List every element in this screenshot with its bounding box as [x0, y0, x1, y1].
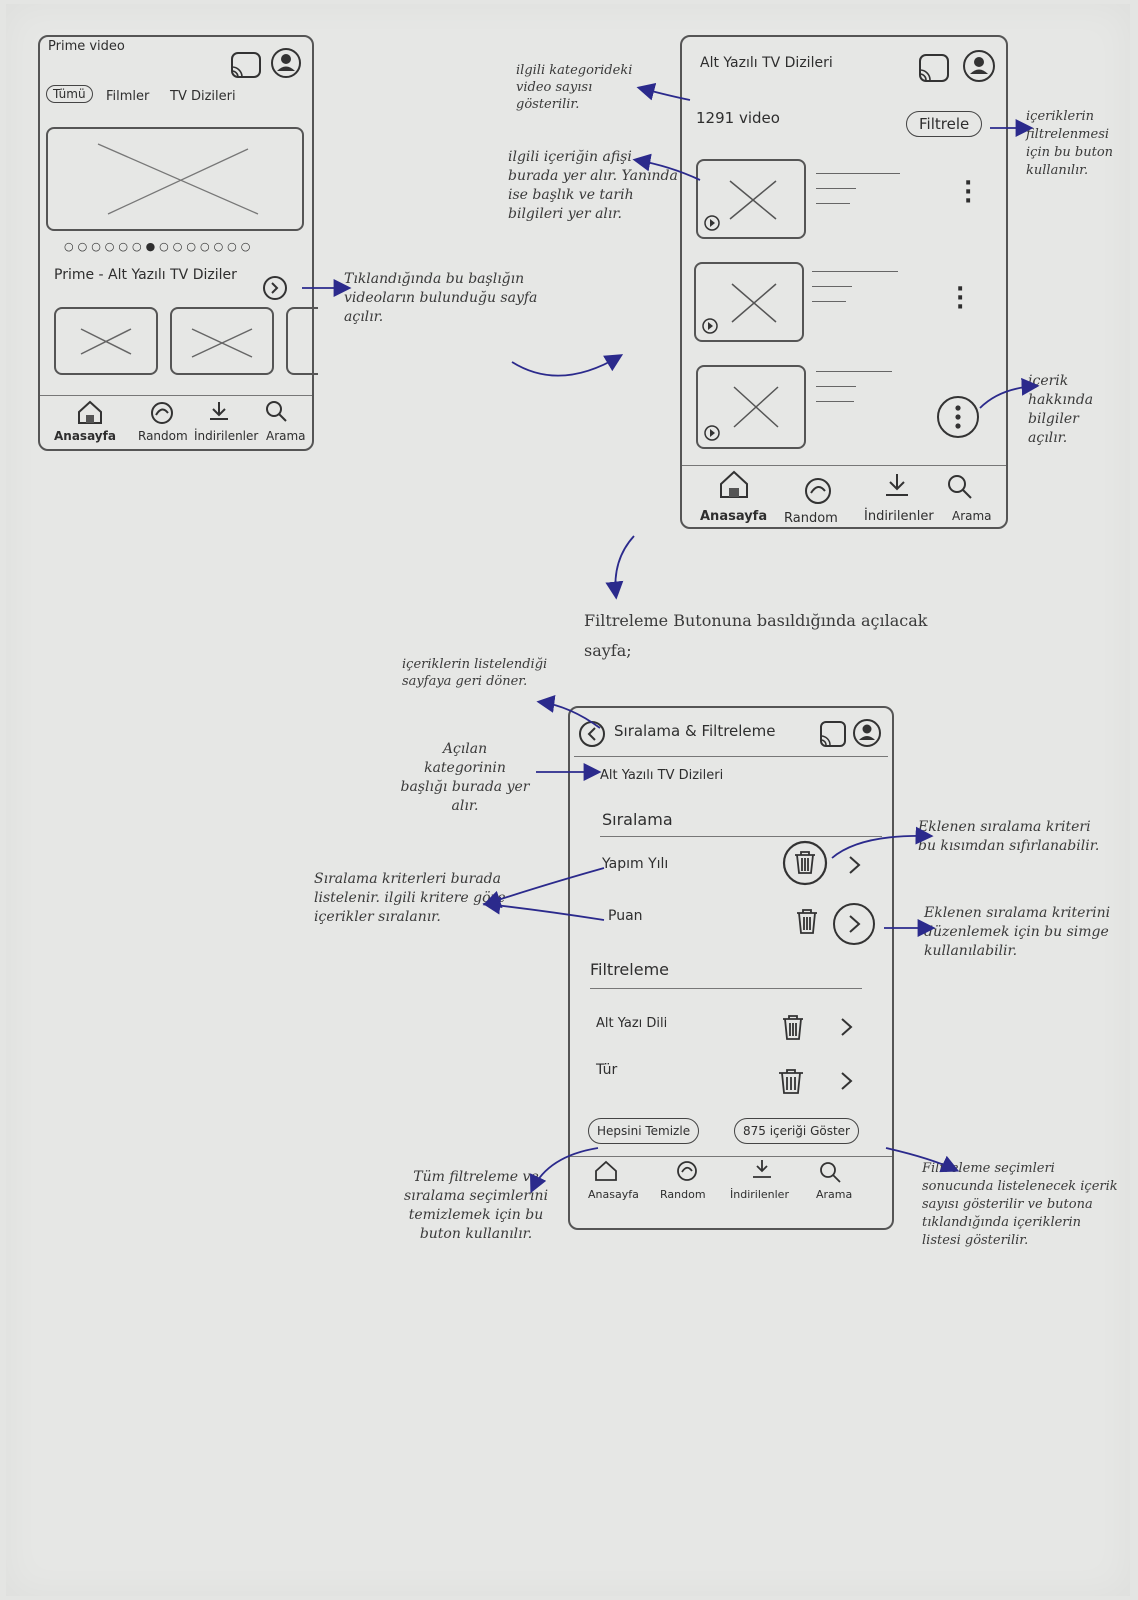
carousel-dots[interactable]: ○○○○○○●○○○○○○○	[64, 240, 255, 253]
cast-icon[interactable]	[818, 720, 848, 752]
tab-all[interactable]: Tümü	[46, 85, 93, 103]
filter-section-header: Filtreleme	[590, 960, 669, 979]
annotation-result-count: Filtreleme seçimleri sonucunda listelene…	[922, 1161, 1118, 1248]
chevron-right-icon[interactable]	[846, 854, 864, 880]
random-icon[interactable]	[674, 1160, 700, 1186]
tab-movies[interactable]: Filmler	[106, 89, 150, 104]
nav-search-label[interactable]: Arama	[952, 509, 992, 523]
content-info-lines	[816, 371, 892, 416]
hero-banner-placeholder[interactable]	[46, 127, 304, 231]
content-poster[interactable]	[694, 262, 804, 342]
annotation-filter-button: içeriklerin filtrelenmesi için bu buton …	[1026, 109, 1114, 178]
annotation-criteria-reset: Eklenen sıralama kriteri bu kısımdan sıf…	[918, 819, 1100, 854]
home-screen-wireframe: Prime video Tümü Filmler TV Dizileri ○○○…	[38, 35, 318, 451]
brand-label: Prime video	[48, 39, 125, 54]
annotation-back: içeriklerin listelendiği sayfaya geri dö…	[402, 657, 548, 689]
section-open-icon[interactable]	[262, 275, 288, 305]
content-info-lines	[816, 173, 900, 218]
cast-icon[interactable]	[228, 51, 264, 83]
sort-item-label[interactable]: Yapım Yılı	[602, 856, 669, 872]
nav-home-label[interactable]: Anasayfa	[700, 509, 768, 524]
category-title: Alt Yazılı TV Dizileri	[700, 55, 833, 71]
annotation-clear-all: Tüm filtreleme ve sıralama seçimlerini t…	[403, 1169, 549, 1242]
profile-icon[interactable]	[962, 49, 996, 87]
search-icon[interactable]	[264, 399, 290, 429]
random-icon[interactable]	[148, 401, 176, 429]
profile-icon[interactable]	[270, 47, 302, 83]
cast-icon[interactable]	[916, 53, 952, 87]
more-options-icon[interactable]: ···	[956, 277, 965, 320]
content-poster[interactable]	[696, 159, 806, 239]
sort-divider	[600, 836, 882, 837]
content-thumb[interactable]	[54, 307, 158, 375]
annotation-criteria-list: Sıralama kriterleri burada listelenir. i…	[314, 871, 506, 925]
nav-home-label[interactable]: Anasayfa	[54, 429, 116, 443]
tab-tv-series[interactable]: TV Dizileri	[170, 89, 236, 104]
sort-section-header: Sıralama	[602, 810, 673, 829]
content-thumb[interactable]	[170, 307, 274, 375]
download-icon[interactable]	[882, 471, 912, 503]
content-poster[interactable]	[696, 365, 806, 449]
chevron-right-icon[interactable]	[838, 1070, 856, 1096]
content-info-lines	[812, 271, 898, 316]
trash-icon[interactable]	[774, 1066, 808, 1100]
content-thumb[interactable]	[286, 307, 318, 375]
clear-all-button[interactable]: Hepsini Temizle	[588, 1118, 700, 1144]
filter-item-label[interactable]: Alt Yazı Dili	[596, 1016, 668, 1031]
nav-downloads-label[interactable]: İndirilenler	[730, 1188, 789, 1201]
nav-divider	[40, 395, 312, 396]
nav-downloads-label[interactable]: İndirilenler	[864, 509, 934, 524]
download-icon[interactable]	[750, 1158, 774, 1184]
video-count: 1291 video	[696, 109, 780, 127]
annotation-filter-page: Filtreleme Butonuna basıldığında açılaca…	[584, 611, 928, 660]
trash-icon[interactable]	[778, 1012, 808, 1046]
filter-item-label[interactable]: Tür	[596, 1062, 618, 1078]
random-icon[interactable]	[802, 477, 834, 509]
more-options-icon[interactable]: ···	[964, 171, 973, 214]
nav-random-label[interactable]: Random	[660, 1188, 706, 1201]
annotation-poster: ilgili içeriğin afişi burada yer alır. Y…	[508, 149, 678, 222]
nav-home-label[interactable]: Anasayfa	[588, 1188, 639, 1201]
annotation-category-title: Açılan kategorinin başlığı burada yer al…	[400, 741, 530, 814]
page-title: Sıralama & Filtreleme	[614, 722, 776, 740]
sort-filter-screen-wireframe: Sıralama & Filtreleme Alt Yazılı TV Dizi…	[568, 706, 894, 1230]
category-list-screen-wireframe: Alt Yazılı TV Dizileri 1291 video Filtre…	[680, 35, 1008, 529]
search-icon[interactable]	[818, 1160, 842, 1188]
edit-criteria-chevron-icon[interactable]	[832, 902, 876, 950]
annotation-criteria-edit: Eklenen sıralama kriterini düzenlemek iç…	[924, 905, 1111, 959]
home-icon[interactable]	[718, 469, 750, 503]
filter-button[interactable]: Filtrele	[906, 111, 983, 137]
filter-divider	[590, 988, 862, 989]
header-divider	[574, 756, 888, 757]
home-icon[interactable]	[594, 1160, 618, 1186]
search-icon[interactable]	[946, 473, 974, 505]
home-icon[interactable]	[76, 399, 104, 429]
sort-item-label[interactable]: Puan	[608, 908, 643, 924]
annotation-title-click: Tıklandığında bu başlığın videoların bul…	[344, 271, 538, 325]
trash-icon[interactable]	[792, 906, 822, 940]
section-title[interactable]: Prime - Alt Yazılı TV Diziler	[54, 267, 237, 283]
category-title: Alt Yazılı TV Dizileri	[600, 768, 724, 783]
nav-search-label[interactable]: Arama	[266, 429, 306, 443]
annotation-info: içerik hakkında bilgiler açılır.	[1028, 373, 1094, 446]
nav-divider	[570, 1156, 892, 1157]
profile-icon[interactable]	[852, 718, 882, 752]
annotation-category-count: ilgili kategorideki video sayısı gösteri…	[516, 63, 633, 112]
nav-random-label[interactable]: Random	[784, 511, 838, 526]
show-results-button[interactable]: 875 içeriği Göster	[734, 1118, 859, 1144]
trash-icon[interactable]	[782, 840, 828, 890]
info-more-button-icon[interactable]	[936, 395, 980, 443]
nav-divider	[682, 465, 1006, 466]
download-icon[interactable]	[206, 399, 232, 427]
nav-random-label[interactable]: Random	[138, 429, 188, 443]
nav-downloads-label[interactable]: İndirilenler	[194, 429, 259, 443]
chevron-right-icon[interactable]	[838, 1016, 856, 1042]
nav-search-label[interactable]: Arama	[816, 1188, 853, 1201]
back-icon[interactable]	[578, 720, 606, 752]
